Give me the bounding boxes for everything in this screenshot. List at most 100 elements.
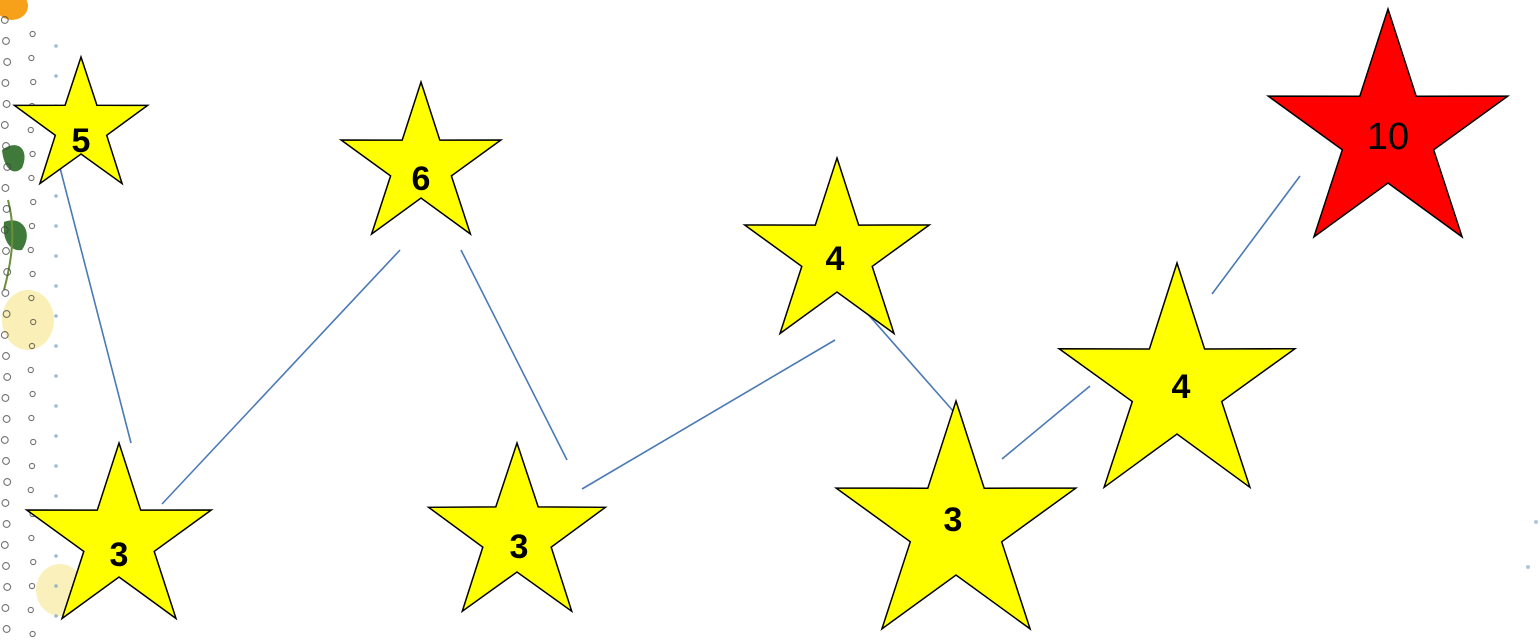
star-label: 3	[110, 536, 129, 574]
border-dot	[28, 462, 36, 470]
star-label: 4	[826, 240, 845, 278]
leaf-icon	[2, 145, 25, 172]
flower-icon	[2, 290, 54, 350]
star-node: 4	[742, 155, 932, 336]
border-dot	[54, 194, 58, 198]
border-dot	[0, 121, 9, 129]
star-node: 3	[833, 398, 1079, 631]
border-dot	[2, 247, 10, 255]
border-dot	[30, 78, 37, 86]
border-dot	[28, 294, 35, 302]
border-dot	[30, 438, 37, 446]
border-dot	[1, 394, 10, 402]
border-dot	[54, 44, 58, 48]
border-dot	[30, 558, 37, 566]
border-dot	[2, 415, 11, 423]
star-highlight: 10	[1265, 6, 1511, 239]
border-dot	[54, 254, 58, 258]
border-dot	[2, 352, 10, 360]
star-icon	[1265, 6, 1511, 239]
star-node: 4	[1056, 260, 1298, 490]
star-label: 4	[1172, 368, 1191, 406]
border-dot	[1, 79, 10, 87]
star-icon	[1056, 260, 1298, 490]
star-icon	[12, 54, 150, 186]
border-dot	[2, 625, 11, 633]
connector-line	[460, 249, 568, 461]
border-dot	[2, 457, 10, 465]
border-dot	[3, 163, 12, 171]
border-dot	[3, 268, 12, 276]
star-nodes: 5 3 6 3 4 3 4 10	[12, 6, 1511, 631]
border-dot	[54, 404, 58, 408]
border-dot	[29, 270, 36, 278]
border-dot	[29, 390, 36, 398]
border-dot	[0, 541, 9, 549]
star-label: 3	[510, 528, 529, 566]
border-dot	[3, 583, 12, 591]
border-dot	[54, 464, 58, 468]
border-dot	[54, 554, 58, 558]
star-node: 3	[426, 440, 608, 614]
star-icon	[338, 79, 504, 236]
border-dot	[28, 174, 35, 182]
connector-line	[1211, 175, 1301, 295]
star-icon	[426, 440, 608, 614]
border-dot	[1, 604, 10, 612]
border-dot	[0, 226, 9, 234]
vine-decoration	[3, 199, 14, 291]
border-dot	[0, 436, 9, 444]
star-icon	[833, 398, 1079, 631]
border-dot	[28, 534, 35, 542]
border-dot	[29, 150, 36, 158]
star-node: 5	[12, 54, 150, 186]
border-dot	[30, 198, 37, 206]
connector-line	[161, 249, 401, 505]
border-dot	[3, 58, 12, 66]
border-dot	[54, 374, 58, 378]
border-dot	[1, 184, 10, 192]
star-label: 6	[412, 160, 431, 198]
border-dot	[29, 30, 36, 38]
connector-line	[865, 311, 955, 413]
star-label: 10	[1367, 116, 1409, 158]
star-node: 6	[338, 79, 504, 236]
border-dot	[0, 331, 9, 339]
border-dot	[2, 205, 11, 213]
border-dot	[54, 614, 58, 618]
star-icon	[742, 155, 932, 336]
border-dot	[54, 314, 58, 318]
border-dot	[54, 224, 58, 228]
border-dot	[29, 630, 36, 638]
border-dot	[2, 520, 11, 528]
border-dot	[1534, 520, 1538, 524]
border-dot	[3, 373, 12, 381]
border-dot	[54, 284, 58, 288]
border-dot	[27, 366, 34, 374]
border-dot	[2, 562, 10, 570]
border-dot	[28, 222, 36, 230]
border-dot	[3, 478, 12, 486]
border-dot	[54, 74, 58, 78]
border-dot	[27, 126, 34, 134]
star-node: 3	[24, 440, 214, 621]
border-dot	[54, 494, 58, 498]
star-label: 3	[944, 501, 963, 539]
border-dot	[1, 499, 10, 507]
border-dot	[2, 310, 11, 318]
border-dot	[2, 100, 11, 108]
border-dot	[28, 54, 35, 62]
border-dot	[27, 486, 34, 494]
border-dot	[54, 434, 58, 438]
border-dot	[2, 37, 10, 45]
border-dot	[30, 318, 37, 326]
border-dot	[28, 414, 35, 422]
connector-lines	[57, 159, 1301, 505]
border-dot	[1, 289, 10, 297]
connector-line	[57, 159, 132, 444]
border-dot	[2, 142, 10, 150]
connector-line	[1001, 385, 1091, 460]
border-dot	[27, 246, 34, 254]
